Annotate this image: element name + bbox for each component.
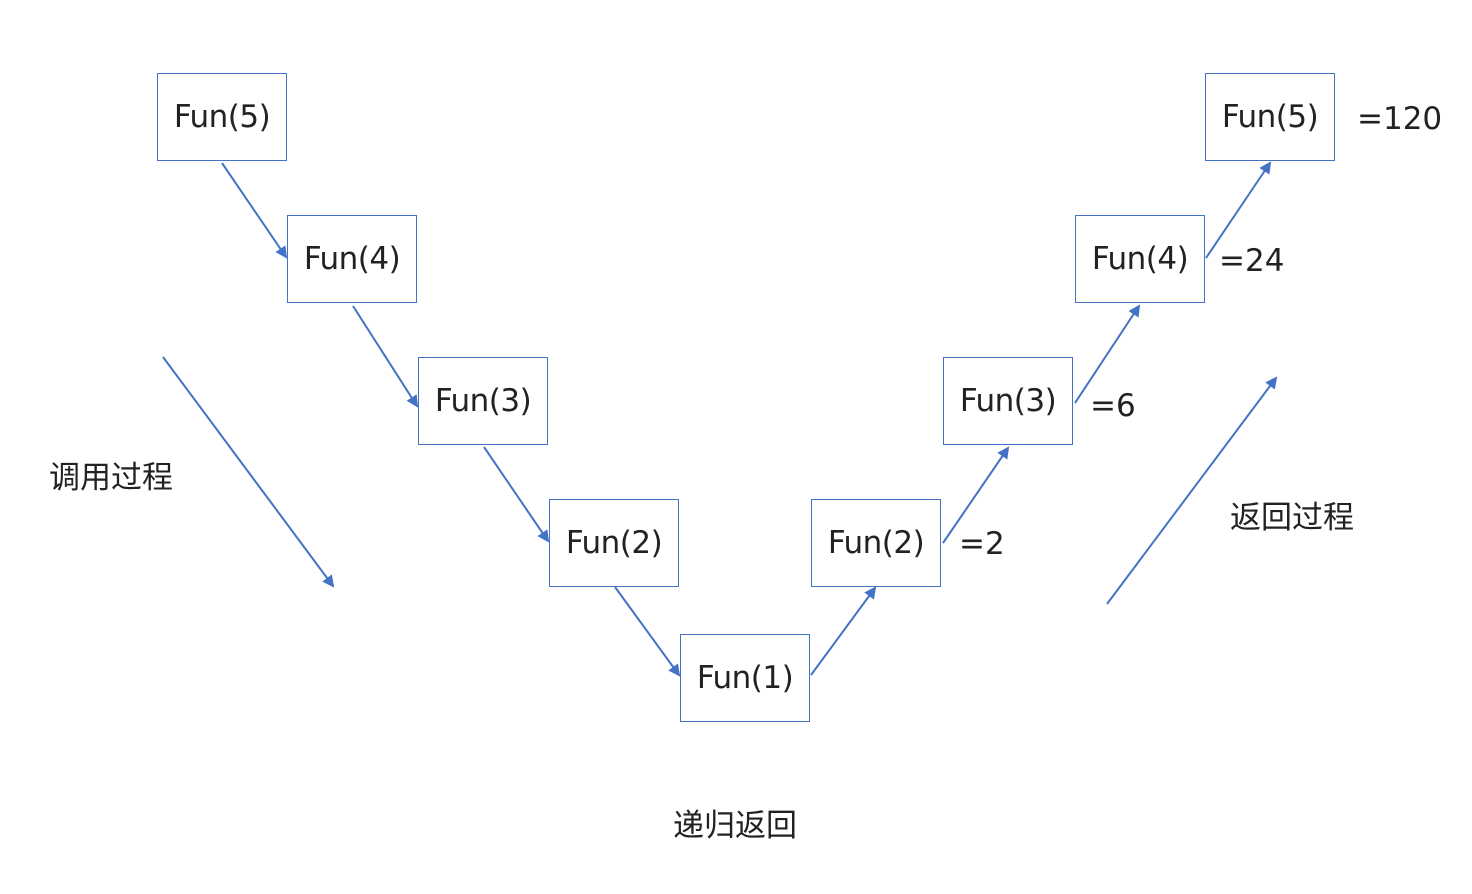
return-process-arrow (1106, 376, 1278, 605)
call-node-fun3: Fun(3) (418, 357, 548, 445)
result-fun4: =24 (1219, 243, 1285, 279)
return-node-fun5: Fun(5) (1205, 73, 1335, 161)
return-arrow-1-2 (810, 586, 877, 676)
call-node-fun2: Fun(2) (549, 499, 679, 587)
call-arrow-3-2 (483, 446, 550, 543)
call-arrow-5-4 (221, 162, 288, 259)
result-fun5: =120 (1357, 101, 1443, 137)
call-node-fun4: Fun(4) (287, 215, 417, 303)
return-arrow-2-3 (942, 446, 1010, 544)
call-arrow-4-3 (352, 305, 419, 408)
return-node-fun4: Fun(4) (1075, 215, 1205, 303)
call-process-arrow (162, 356, 335, 588)
call-arrow-2-1 (614, 586, 681, 677)
return-arrow-4-5 (1205, 161, 1272, 259)
result-fun3: =6 (1090, 388, 1136, 424)
call-node-fun5: Fun(5) (157, 73, 287, 161)
result-fun2: =2 (959, 526, 1005, 562)
return-node-fun3: Fun(3) (943, 357, 1073, 445)
return-process-label: 返回过程 (1230, 500, 1354, 536)
call-process-label: 调用过程 (49, 460, 173, 496)
return-arrow-3-4 (1074, 304, 1141, 404)
call-node-fun1: Fun(1) (680, 634, 810, 722)
recursion-return-label: 递归返回 (673, 808, 797, 844)
return-node-fun2: Fun(2) (811, 499, 941, 587)
